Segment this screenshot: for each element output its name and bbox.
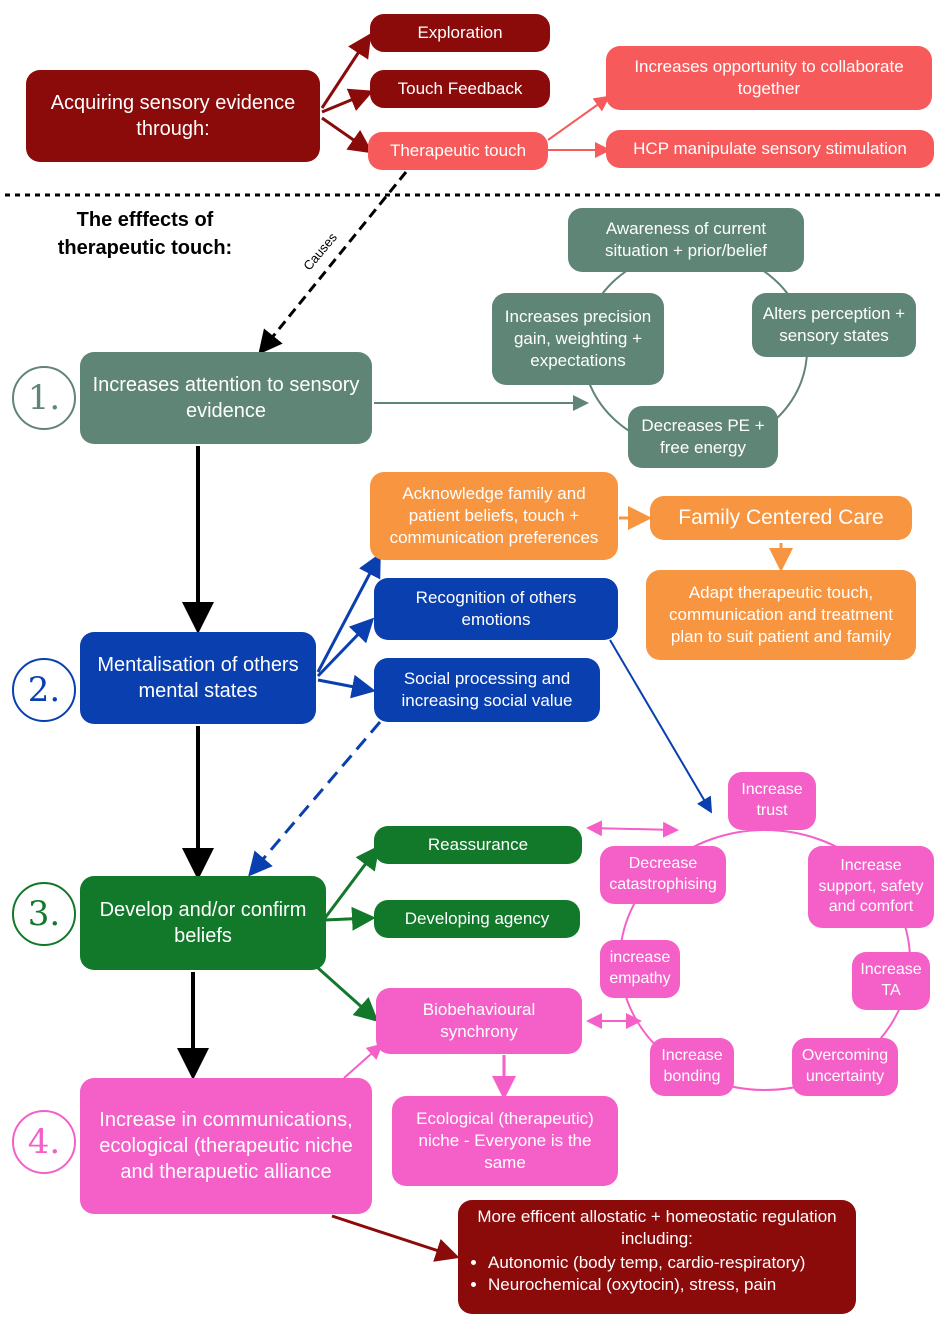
arrow-to-therapeutic-touch — [321, 116, 373, 154]
therapeutic-touch-box: Therapeutic touch — [368, 132, 548, 170]
arrow-reassurance-trust — [586, 820, 679, 838]
regulation-list: Autonomic (body temp, cardio-respiratory… — [468, 1252, 846, 1296]
mentalisation-box: Mentalisation of others mental states — [80, 632, 316, 724]
communications-box: Increase in communications, ecological (… — [80, 1078, 372, 1214]
developing-agency-box: Developing agency — [374, 900, 580, 938]
arrow-social-to-beliefs — [248, 721, 382, 877]
section-1-number: 1. — [12, 366, 76, 430]
reassurance-box: Reassurance — [374, 826, 582, 864]
precision-box: Increases precision gain, weighting + ex… — [492, 293, 664, 385]
arrow-to-recognition — [316, 617, 375, 678]
section-4-number: 4. — [12, 1110, 76, 1174]
causes-arrow — [258, 171, 408, 355]
arrow-recognition-to-trust — [609, 639, 713, 814]
regulation-title: More efficent allostatic + homeostatic r… — [477, 1207, 837, 1249]
arrow-to-reassurance — [323, 845, 380, 919]
develop-beliefs-box: Develop and/or confirm beliefs — [80, 876, 326, 970]
section-2-number: 2. — [12, 658, 76, 722]
arrow-to-social — [317, 674, 376, 699]
recognition-box: Recognition of others emotions — [374, 578, 618, 640]
biobehavioural-box: Biobehavioural synchrony — [376, 988, 582, 1054]
manipulate-box: HCP manipulate sensory stimulation — [606, 130, 934, 168]
collaborate-box: Increases opportunity to collaborate tog… — [606, 46, 932, 110]
section-3-number: 3. — [12, 882, 76, 946]
arrow-4-to-bio — [343, 1043, 383, 1079]
overcoming-uncertainty-box: Overcoming uncertainty — [792, 1038, 898, 1096]
touch-feedback-box: Touch Feedback — [370, 70, 550, 108]
arrow-to-biobehavioural — [317, 966, 379, 1022]
awareness-box: Awareness of current situation + prior/b… — [568, 208, 804, 272]
arrow-to-exploration — [320, 32, 372, 109]
arrow-4-to-regulation — [331, 1214, 460, 1262]
acknowledge-box: Acknowledge family and patient beliefs, … — [370, 472, 618, 560]
social-processing-box: Social processing and increasing social … — [374, 658, 600, 722]
alters-box: Alters perception + sensory states — [752, 293, 916, 357]
adapt-box: Adapt therapeutic touch, communication a… — [646, 570, 916, 660]
family-centered-care-box: Family Centered Care — [650, 496, 912, 540]
arrow-to-collaborate — [547, 95, 611, 141]
regulation-item: Neurochemical (oxytocin), stress, pain — [488, 1274, 846, 1296]
increase-empathy-box: increase empathy — [600, 940, 680, 998]
arrow-to-touch-feedback — [321, 88, 374, 114]
ecological-niche-box: Ecological (therapeutic) niche - Everyon… — [392, 1096, 618, 1186]
regulation-item: Autonomic (body temp, cardio-respiratory… — [488, 1252, 846, 1274]
decrease-catastrophising-box: Decrease catastrophising — [600, 846, 726, 904]
increase-support-box: Increase support, safety and comfort — [808, 846, 934, 928]
increase-bonding-box: Increase bonding — [650, 1038, 734, 1096]
increase-trust-box: Increase trust — [728, 772, 816, 830]
regulation-box: More efficent allostatic + homeostatic r… — [458, 1200, 856, 1314]
arrow-to-agency — [324, 906, 376, 931]
attention-box: Increases attention to sensory evidence — [80, 352, 372, 444]
effects-title: The efffects of therapeutic touch: — [57, 209, 233, 259]
exploration-box: Exploration — [370, 14, 550, 52]
acquiring-box: Acquiring sensory evidence through: — [26, 70, 320, 162]
decreases-box: Decreases PE + free energy — [628, 406, 778, 468]
increase-ta-box: Increase TA — [852, 952, 930, 1010]
arrow-to-acknowledge — [316, 552, 381, 673]
